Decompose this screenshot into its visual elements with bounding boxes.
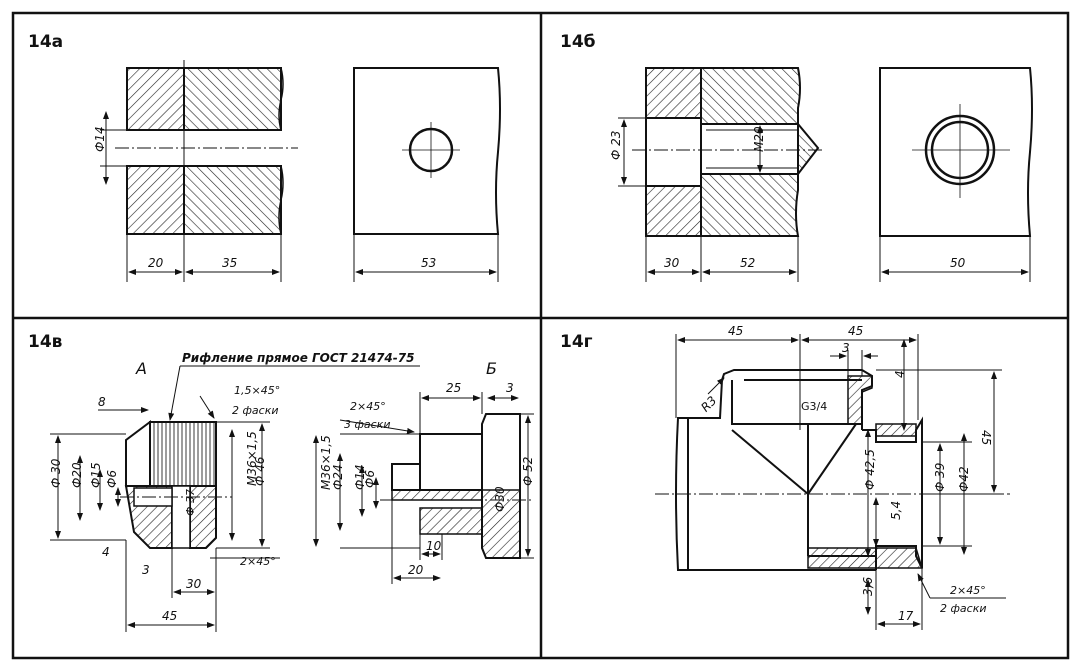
dim-a-chamfer2: 2×45° — [240, 555, 276, 568]
sheet-frame — [11, 11, 1070, 660]
dim-14g-chamfer: 2×45° — [950, 584, 986, 597]
dim-14g-4: 4 — [893, 370, 907, 378]
dim-a-d46: Ф 46 — [253, 456, 267, 486]
dim-a-chamfer-note: 2 фаски — [232, 404, 278, 417]
dim-14b-50: 50 — [950, 256, 966, 270]
dim-14b-diameter: Ф 23 — [609, 131, 623, 160]
dim-14g-45-vertical: 45 — [979, 430, 993, 445]
dim-a-thread: М36×1,5 — [245, 431, 259, 486]
panel-label-14b: 14б — [560, 32, 596, 52]
dim-a-45: 45 — [162, 609, 177, 623]
dim-14g-3: 3 — [842, 341, 850, 355]
dim-14g-chamfer-note: 2 фаски — [940, 602, 986, 615]
dim-a-d15: Ф15 — [89, 462, 103, 488]
dim-b-25: 25 — [446, 381, 461, 395]
panel-label-14a: 14а — [28, 32, 63, 52]
front-view-14a — [353, 67, 501, 282]
dimensions-14a — [100, 111, 282, 282]
dim-14g-45-left: 45 — [728, 324, 743, 338]
dim-b-chamfer-note: 3 фаски — [344, 418, 390, 431]
dim-b-d24: Ф24 — [331, 464, 345, 490]
dimensions-14b — [618, 117, 799, 282]
dim-14g-d42: Ф42 — [957, 466, 971, 492]
dim-b-chamfer: 2×45° — [350, 400, 386, 413]
dim-a-chamfer: 1,5×45° — [234, 384, 280, 397]
dim-a-30: 30 — [186, 577, 202, 591]
dim-b-d52: Ф 52 — [521, 457, 535, 486]
panel-14g: 14г — [560, 324, 1010, 630]
dim-b-d6: Ф6 — [363, 470, 377, 488]
dim-14b-thread: М20 — [752, 126, 766, 152]
part-a-drawing — [120, 420, 232, 549]
dim-a-d6: Ф6 — [105, 470, 119, 488]
section-view-14b — [632, 67, 825, 237]
dim-14b-30: 30 — [664, 256, 680, 270]
dim-a-3: 3 — [142, 563, 150, 577]
dim-14a-diameter: Ф14 — [93, 126, 107, 152]
dim-a-d30: Ф 30 — [49, 458, 63, 488]
dim-14g-d425: Ф 42,5 — [863, 449, 877, 490]
panel-14b: 14б Ф 23 М20 30 52 — [560, 32, 1033, 282]
dim-14g-radius: R3 — [698, 393, 719, 414]
dim-14a-35: 35 — [222, 256, 237, 270]
panel-label-14g: 14г — [560, 332, 593, 352]
panel-14v: 14в А Б Рифление прямое ГОСТ 21474-75 — [28, 332, 535, 632]
dim-b-10: 10 — [426, 539, 442, 553]
panel-label-14v: 14в — [28, 332, 63, 352]
dim-14g-54: 5,4 — [889, 501, 903, 520]
dim-b-3: 3 — [506, 381, 514, 395]
dim-14g-thread: G3/4 — [801, 400, 827, 413]
dim-b-d30: Ф30 — [493, 486, 507, 512]
dimensions-part-a — [50, 395, 280, 632]
dim-14g-d39: Ф 39 — [933, 463, 947, 492]
dim-14a-20: 20 — [148, 256, 164, 270]
section-view-14a — [115, 60, 298, 242]
dim-b-d14: Ф14 — [353, 464, 367, 490]
dim-14g-36: 3,6 — [861, 577, 875, 596]
dim-14g-45-right: 45 — [848, 324, 863, 338]
dim-b-20: 20 — [408, 563, 424, 577]
dim-a-4: 4 — [102, 545, 110, 559]
panel-14a: 14а Ф14 20 35 — [28, 32, 501, 282]
dim-a-d37: Ф 37 — [184, 489, 197, 516]
dim-a-d20: Ф20 — [70, 462, 84, 488]
part-b-drawing — [380, 413, 532, 559]
dim-b-thread: М36×1,5 — [319, 435, 333, 490]
dim-a-8: 8 — [98, 395, 106, 409]
front-view-14b — [879, 67, 1033, 282]
tee-fitting-drawing — [675, 369, 923, 571]
note-knurl: Рифление прямое ГОСТ 21474-75 — [182, 351, 414, 365]
dim-14b-52: 52 — [740, 256, 755, 270]
dimensions-part-b — [313, 392, 534, 584]
dimensions-14g — [675, 334, 1006, 630]
view-label-b: Б — [486, 359, 497, 378]
dim-14a-53: 53 — [421, 256, 436, 270]
dim-14g-17: 17 — [898, 609, 914, 623]
view-label-a: А — [135, 359, 147, 378]
